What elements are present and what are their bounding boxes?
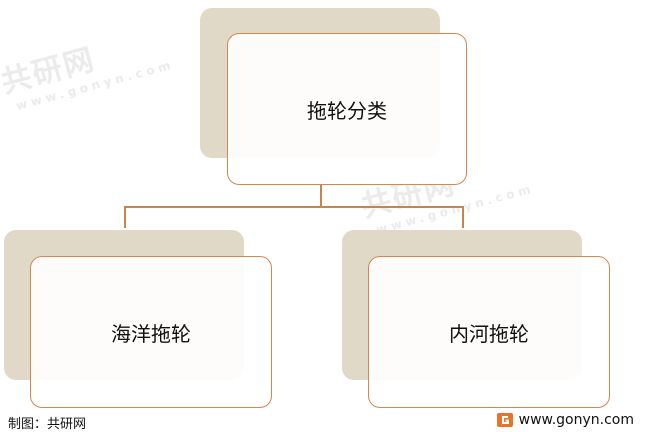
watermark-url: www.gonyn.com	[14, 57, 176, 114]
website-credit: www.gonyn.com	[496, 412, 634, 428]
gonyn-logo-icon	[496, 413, 513, 427]
connector-left-down	[124, 206, 126, 228]
website-url: www.gonyn.com	[518, 412, 634, 428]
watermark-url: www.gonyn.com	[374, 181, 536, 238]
connector-horizontal	[124, 206, 463, 208]
source-credit: 制图：共研网	[8, 417, 87, 432]
watermark-brand: 共研网	[0, 42, 100, 101]
root-node: 拖轮分类	[227, 33, 467, 185]
child-node-right-label: 内河拖轮	[449, 321, 529, 346]
child-node-left: 海洋拖轮	[30, 256, 272, 408]
child-node-left-label: 海洋拖轮	[111, 321, 191, 346]
connector-root-down	[320, 185, 322, 207]
connector-right-down	[462, 206, 464, 228]
root-node-label: 拖轮分类	[307, 98, 387, 123]
watermark-1: 共研网 www.gonyn.com	[0, 15, 176, 115]
child-node-right: 内河拖轮	[368, 256, 610, 408]
